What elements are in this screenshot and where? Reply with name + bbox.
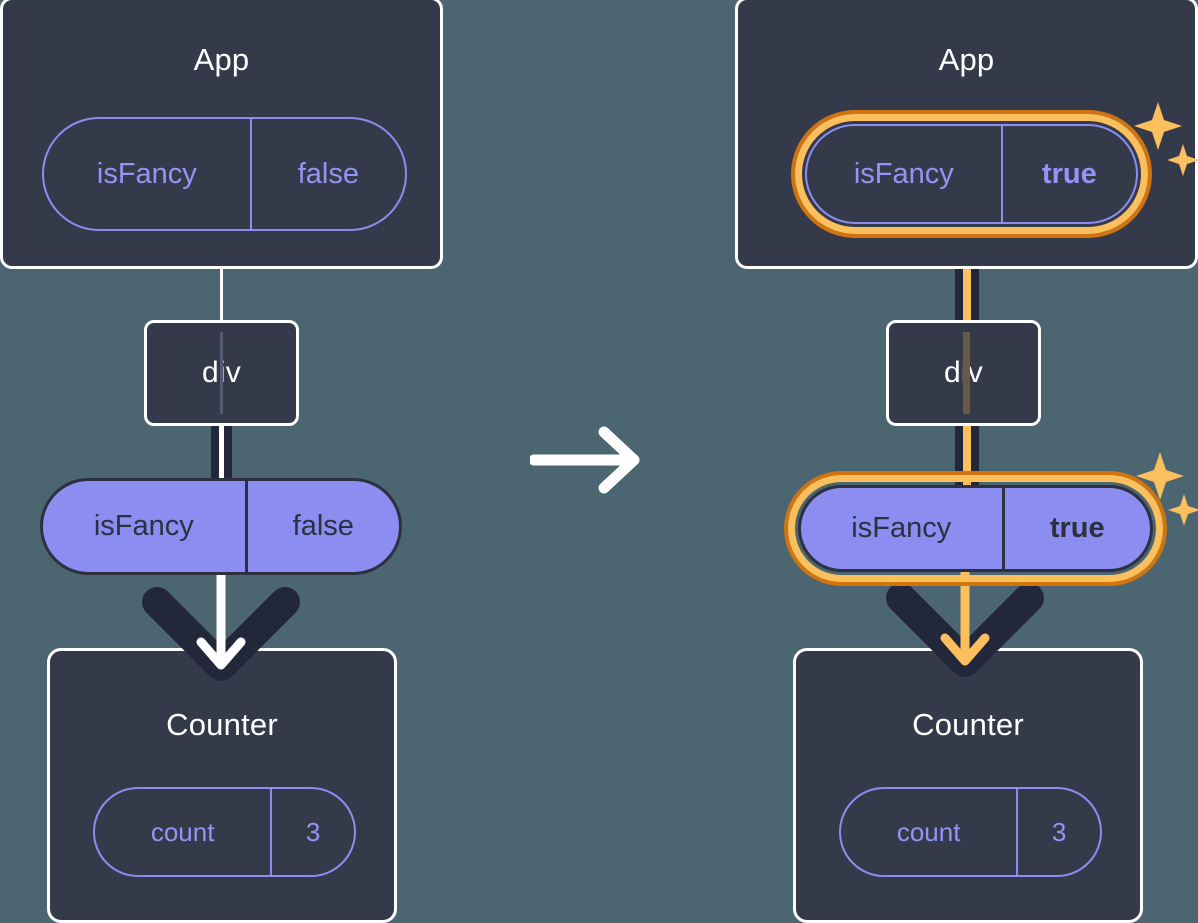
app-title-right: App — [938, 42, 995, 77]
app-state-pill-left: isFancy false — [42, 117, 407, 231]
app-state-highlight-ring-right — [795, 114, 1148, 234]
right-diagram-panel: App isFancy true div isFancy true — [735, 0, 1198, 923]
prop-name-right: isFancy — [851, 512, 952, 544]
transition-arrow-icon — [530, 426, 640, 494]
sparkle-icon-prop-right — [1136, 452, 1198, 526]
app-state-pill-right: isFancy true — [805, 124, 1138, 224]
app-state-value-left: false — [249, 119, 405, 229]
app-component-box-left: App isFancy false — [0, 0, 443, 269]
counter-state-value-right: 3 — [1016, 789, 1100, 875]
prop-arrow-left — [142, 570, 300, 681]
prop-pill-left: isFancy false — [40, 478, 402, 575]
counter-title-right: Counter — [912, 707, 1024, 742]
prop-arrow-right — [886, 566, 1044, 677]
div-inner-seam-right — [963, 332, 970, 414]
counter-component-box-right: Counter count 3 — [793, 648, 1143, 923]
prop-value-left: false — [244, 481, 399, 572]
prop-value-right: true — [1001, 488, 1150, 569]
left-diagram-panel: App isFancy false div isFancy false — [0, 0, 450, 923]
connector-app-to-div-core-right — [963, 218, 971, 323]
prop-pill-right: isFancy true — [798, 485, 1153, 572]
app-component-box-right: App isFancy true — [735, 0, 1198, 269]
counter-state-pill-left: count 3 — [93, 787, 356, 877]
div-inner-seam-left — [220, 332, 223, 414]
connector-app-to-div-left — [220, 269, 223, 321]
app-title-left: App — [193, 42, 250, 77]
counter-title-left: Counter — [166, 707, 278, 742]
counter-state-name-right: count — [896, 816, 961, 847]
prop-highlight-ring-right — [788, 475, 1163, 582]
prop-name-left: isFancy — [93, 510, 194, 542]
counter-state-value-left: 3 — [270, 789, 354, 875]
app-state-name-right: isFancy — [853, 157, 954, 190]
app-state-value-right: true — [1000, 126, 1136, 222]
counter-state-name-left: count — [150, 816, 215, 847]
connector-div-to-prop-core-left — [219, 425, 224, 485]
app-state-name-left: isFancy — [96, 157, 197, 190]
connector-div-to-prop-core-right — [963, 425, 971, 487]
sparkle-icon-app-right — [1134, 102, 1198, 176]
counter-state-pill-right: count 3 — [839, 787, 1102, 877]
